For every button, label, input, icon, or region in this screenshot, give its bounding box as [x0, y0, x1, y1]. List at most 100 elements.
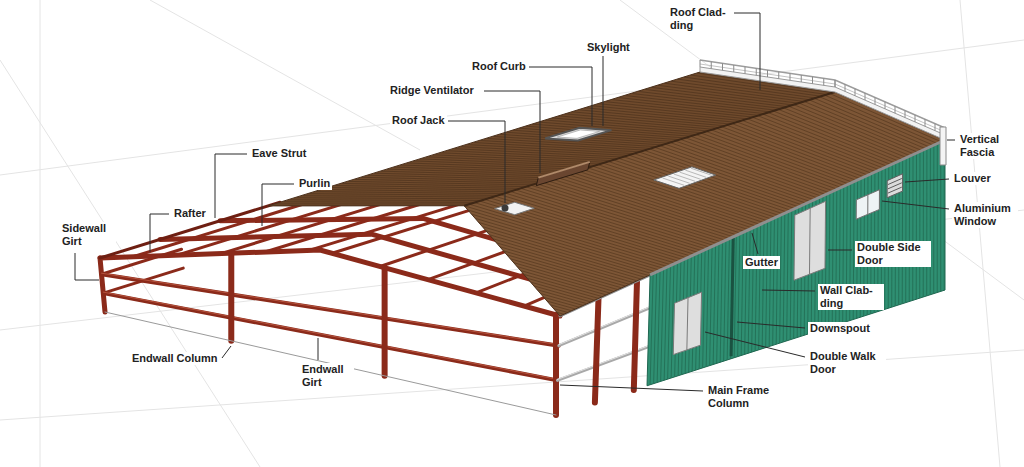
- roof-rib: [301, 196, 493, 197]
- wall-rib: [937, 144, 938, 293]
- purlin: [309, 203, 465, 251]
- leader-line: [947, 140, 955, 141]
- wall-rib: [720, 242, 722, 363]
- roof-rib: [281, 201, 475, 202]
- roof-rib: [536, 184, 721, 242]
- railing-post: [790, 73, 791, 80]
- endwall-column: [228, 253, 234, 341]
- roof-rib: [366, 236, 594, 300]
- railing-post: [835, 80, 836, 87]
- roof-rib: [526, 187, 714, 246]
- roof-rib: [294, 198, 486, 199]
- part-label: Sidewall Girt: [60, 222, 116, 248]
- part-label: Double Walk Door: [808, 350, 886, 376]
- wall-rib: [930, 147, 931, 295]
- roof-rib: [588, 168, 760, 225]
- leader-line: [737, 322, 805, 328]
- part-label: Eave Strut: [250, 147, 308, 160]
- purlin: [133, 202, 309, 257]
- railing-post: [700, 60, 701, 67]
- wall-rib: [780, 215, 782, 343]
- roof-rib: [747, 119, 879, 170]
- railing-post: [905, 111, 906, 118]
- skylight-rib: [668, 176, 689, 183]
- wall-rib: [762, 223, 764, 349]
- wall-rib: [759, 224, 761, 350]
- sidewall-cladding: [647, 127, 946, 386]
- sketch-line: [0, 60, 260, 467]
- railing-post: [845, 84, 846, 91]
- wall-rib: [884, 167, 886, 309]
- roof-rib: [423, 218, 637, 280]
- railing-post: [733, 65, 734, 72]
- wall-rib: [905, 158, 906, 303]
- railing-post: [801, 75, 802, 82]
- leader-line: [215, 154, 247, 218]
- railing-post: [767, 70, 768, 77]
- wall-rib: [787, 212, 789, 341]
- roof-rib: [413, 222, 630, 285]
- leader-line: [603, 56, 604, 126]
- window-mullion: [867, 195, 868, 215]
- part-label: Gutter: [743, 256, 780, 269]
- ridge-line: [464, 92, 835, 206]
- roof-rib: [638, 91, 782, 108]
- part-label: Roof Curb: [470, 60, 528, 73]
- wall-rib: [668, 265, 671, 379]
- roof-rib: [598, 165, 768, 221]
- railing-post: [855, 89, 856, 96]
- railing-post: [925, 119, 926, 126]
- wall-rib: [661, 269, 664, 382]
- wall-rib: [752, 227, 754, 352]
- leader-line: [222, 346, 231, 358]
- double-side-door: [794, 201, 826, 280]
- railing-post: [875, 97, 876, 104]
- part-label: Wall Clab- ding: [818, 284, 884, 310]
- skylight-rib: [663, 178, 685, 185]
- roof-rib: [440, 153, 612, 161]
- sketch-line: [960, 0, 1000, 467]
- railing-post: [885, 102, 886, 109]
- door-split: [687, 298, 688, 350]
- sketch-line: [150, 0, 420, 150]
- roof-rib: [314, 192, 504, 194]
- leader-line: [734, 13, 760, 90]
- roof-rib: [347, 181, 532, 185]
- endwall-girt: [102, 274, 559, 346]
- wall-rib: [790, 210, 792, 340]
- roof-rib: [288, 199, 481, 201]
- part-label: Purlin: [297, 177, 332, 190]
- part-label: Vertical Fascia: [958, 133, 1012, 159]
- wall-rib: [724, 240, 726, 361]
- railing-post: [745, 67, 746, 74]
- roof-rib: [737, 122, 872, 173]
- railing-post: [711, 62, 712, 69]
- wall-rib: [671, 264, 674, 378]
- wall-rib: [933, 145, 934, 294]
- roof-rib: [651, 87, 793, 105]
- roof-jack-base: [495, 202, 535, 214]
- frame-column: [634, 281, 637, 390]
- roof-rib: [631, 93, 776, 110]
- wall-rib: [909, 156, 910, 301]
- leader-line: [705, 332, 805, 357]
- ridge-ventilator: [536, 162, 590, 186]
- roof-rib: [742, 120, 875, 171]
- wall-rib: [923, 150, 924, 297]
- wall-rib: [727, 239, 729, 360]
- leader-line: [560, 385, 703, 391]
- part-label: Double Side Door: [855, 241, 931, 267]
- part-label: Downspout: [808, 322, 872, 335]
- wall-rib: [657, 270, 660, 382]
- wall-cladding: [647, 140, 945, 386]
- leader-line: [752, 233, 758, 254]
- wall-rib: [717, 243, 719, 363]
- vertical-fascia: [940, 127, 946, 165]
- wall-rib: [919, 151, 920, 298]
- railing-post: [722, 63, 723, 70]
- roof-rib: [268, 205, 464, 206]
- part-label: Endwall Girt: [300, 363, 354, 389]
- leader-line: [905, 179, 949, 182]
- roof-rib: [722, 127, 861, 179]
